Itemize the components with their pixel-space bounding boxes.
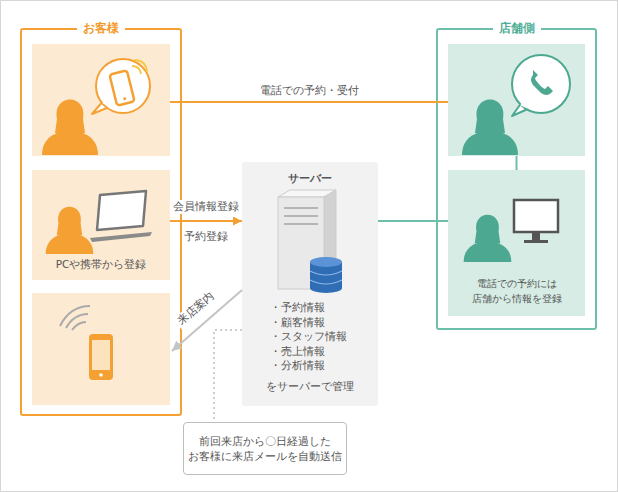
flow-label: 予約登録: [182, 230, 230, 244]
box-heading: サーバー: [288, 171, 332, 186]
customer-mobile-panel: [32, 293, 170, 405]
laptop-icon: [97, 191, 146, 230]
server-box: サーバー・予約情報・顧客情報・スタッフ情報・売上情報・分析情報をサーバーで管理: [242, 162, 378, 406]
shop-line: [378, 220, 448, 222]
customer-figure: [46, 207, 94, 254]
customer-figure: [42, 100, 98, 156]
edge-label: 来店案内: [173, 288, 219, 330]
register-arrow: [170, 220, 242, 222]
box-text: PCや携帯から登録: [56, 257, 147, 272]
box-text: ・売上情報: [270, 344, 325, 359]
box-text: 前回来店から〇日経過した お客様に来店メールを自動送信: [188, 434, 342, 464]
smartphone-icon: [89, 334, 113, 380]
edge-label: 会員情報登録: [171, 200, 241, 214]
note-box: 前回来店から〇日経過した お客様に来店メールを自動送信: [183, 422, 347, 475]
handset-icon: [531, 70, 553, 95]
panel-heading: 店舗側: [493, 21, 541, 36]
edge-label: 電話での予約・受付: [258, 84, 361, 98]
box-text: 電話での予約には 店舗から情報を登録: [448, 276, 585, 306]
box-text: ・予約情報: [270, 300, 325, 315]
phone-line: [170, 101, 448, 103]
box-text: ・スタッフ情報: [270, 329, 347, 344]
staff-figure: [464, 215, 512, 262]
panel-heading: お客様: [77, 21, 125, 36]
box-text: ・分析情報: [270, 358, 325, 373]
shop-panel: 店舗側電話での予約には 店舗から情報を登録: [436, 28, 597, 330]
box-text: をサーバーで管理: [266, 379, 354, 394]
monitor-icon: [514, 200, 558, 232]
box-text: ・顧客情報: [270, 315, 325, 330]
server-icon: [278, 190, 342, 293]
shop-link: [516, 156, 518, 170]
dotted-leader: [214, 330, 242, 422]
shop-pc-panel: 電話での予約には 店舗から情報を登録: [448, 170, 585, 316]
phone-icon: [109, 70, 134, 105]
staff-figure: [462, 100, 518, 156]
customer-pc-panel: PCや携帯から登録: [32, 170, 170, 280]
shop-phone-panel: [448, 44, 585, 156]
customer-panel: お客様PCや携帯から登録: [20, 28, 182, 416]
customer-phone-panel: [32, 44, 170, 156]
